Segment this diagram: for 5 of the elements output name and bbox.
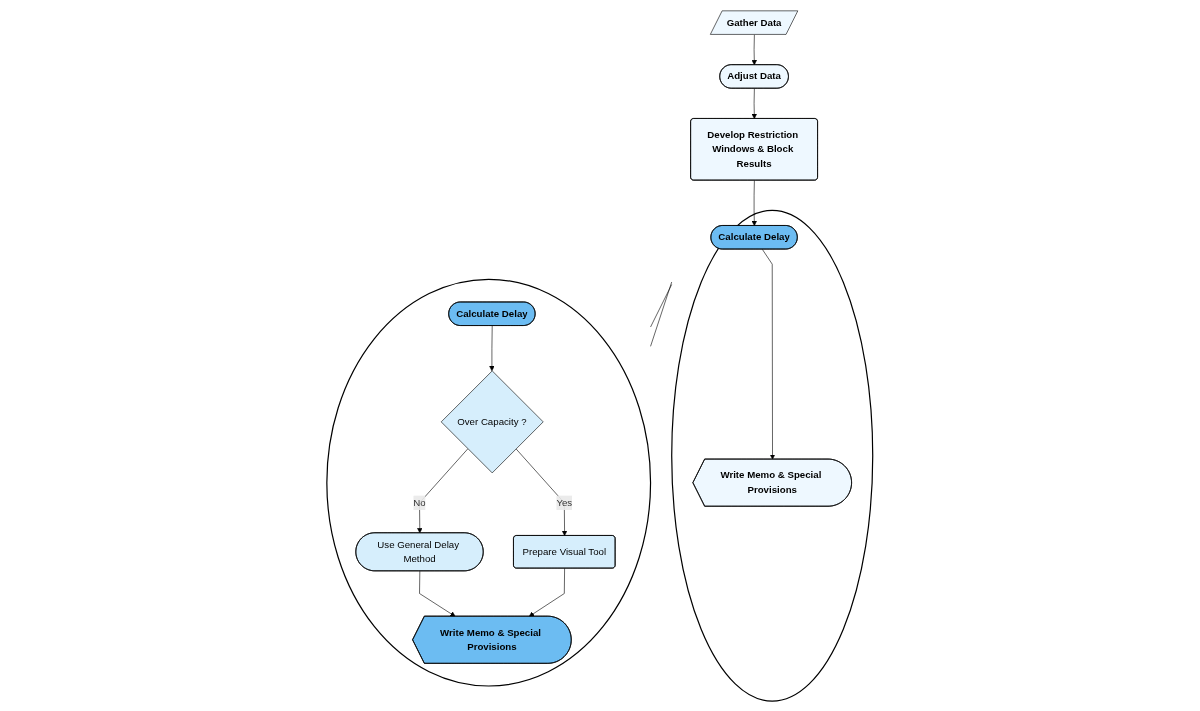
connector	[650, 281, 673, 347]
node-diamond: Over Capacity ?	[441, 370, 544, 473]
edge-label: No	[413, 496, 426, 508]
edge-label: Yes	[556, 496, 573, 508]
connector	[650, 283, 673, 327]
